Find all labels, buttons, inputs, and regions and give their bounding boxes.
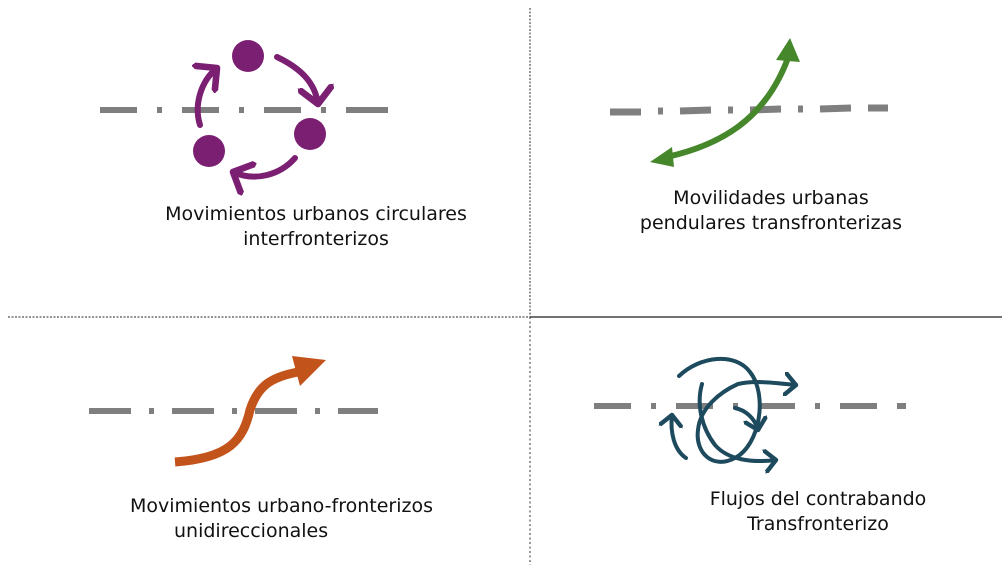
- arrowhead: [292, 356, 326, 386]
- quadrant-dividers: [8, 8, 1002, 565]
- flow-center-down: [733, 406, 758, 430]
- caption-line: unidireccionales: [174, 520, 329, 542]
- caption-line: Movilidades urbanas: [673, 187, 869, 209]
- bidirectional-arrow-icon: [650, 38, 800, 167]
- caption-circular-movements: Movimientos urbanos circulares interfron…: [128, 202, 504, 252]
- arrowhead-down: [650, 147, 674, 167]
- caption-line: pendulares transfronterizas: [639, 212, 903, 234]
- flow-loop-large: [677, 357, 796, 464]
- caption-line: Movimientos urbanos circulares: [165, 203, 467, 225]
- arrow-left-to-top: [198, 68, 217, 128]
- node-left: [193, 135, 225, 167]
- circular-flow-icon: [193, 40, 326, 177]
- caption-smuggling-flows: Flujos del contrabando Transfronterizo: [683, 487, 953, 537]
- border-line-q2: [610, 104, 888, 116]
- node-top: [232, 40, 264, 72]
- node-right: [294, 118, 326, 150]
- caption-line: Transfronterizo: [747, 513, 889, 535]
- flow-down-curve: [697, 382, 776, 461]
- tangled-flows-icon: [672, 357, 796, 464]
- caption-unidirectional-movements: Movimientos urbano-fronterizos unidirecc…: [130, 494, 433, 544]
- caption-line: Movimientos urbano-fronterizos: [130, 495, 433, 517]
- arrow-top-to-right: [274, 54, 318, 104]
- caption-pendular-mobilities: Movilidades urbanas pendulares transfron…: [606, 186, 936, 236]
- arrowhead-up: [776, 38, 800, 62]
- unidirectional-arrow-icon: [174, 356, 326, 467]
- caption-line: interfronterizos: [243, 228, 389, 250]
- flow-left-up: [672, 415, 688, 460]
- arrow-right-to-left: [233, 155, 298, 177]
- caption-line: Flujos del contrabando: [709, 488, 927, 510]
